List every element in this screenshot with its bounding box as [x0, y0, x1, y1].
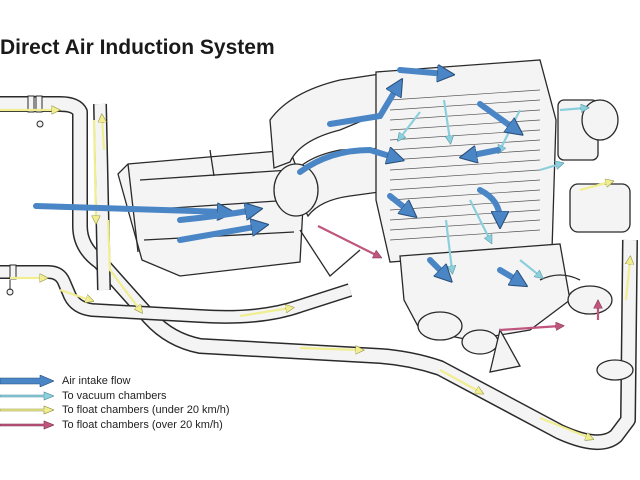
- vacuum-flow-lines: [400, 99, 585, 276]
- float-over-flow-lines: [317, 225, 598, 332]
- legend-label-float-under: To float chambers (under 20 km/h): [62, 404, 230, 416]
- legend-arrow-vacuum-icon: [0, 391, 54, 400]
- legend-label-float-over: To float chambers (over 20 km/h): [62, 418, 223, 431]
- pipe-clamps: [6, 95, 44, 296]
- float-under-flow-lines: [0, 110, 630, 438]
- legend-arrow-float-over-icon: [0, 420, 54, 429]
- legend-label-air-intake: Air intake flow: [62, 375, 131, 387]
- legend-item-float-over: To float chambers (over 20 km/h): [0, 418, 290, 432]
- legend-arrow-air-intake-icon: [0, 375, 54, 387]
- legend-arrow-float-under-icon: [0, 405, 54, 415]
- cooler-core: [375, 59, 557, 263]
- legend-item-float-under: To float chambers (under 20 km/h): [0, 403, 290, 417]
- left-lower-pipe: [0, 265, 353, 324]
- vertical-riser-pipe: [93, 103, 111, 291]
- diagram-title: Direct Air Induction System: [0, 36, 275, 59]
- legend-item-air-intake: Air intake flow: [0, 374, 290, 388]
- right-side-components: [539, 99, 634, 381]
- engine-block: [399, 243, 571, 373]
- legend-item-vacuum: To vacuum chambers: [0, 389, 290, 403]
- air-intake-flow-arrows: [33, 70, 520, 282]
- legend-label-vacuum: To vacuum chambers: [62, 389, 167, 402]
- legend: Air intake flow To vacuum chambers To fl…: [0, 374, 290, 432]
- left-upper-pipe: [0, 96, 638, 450]
